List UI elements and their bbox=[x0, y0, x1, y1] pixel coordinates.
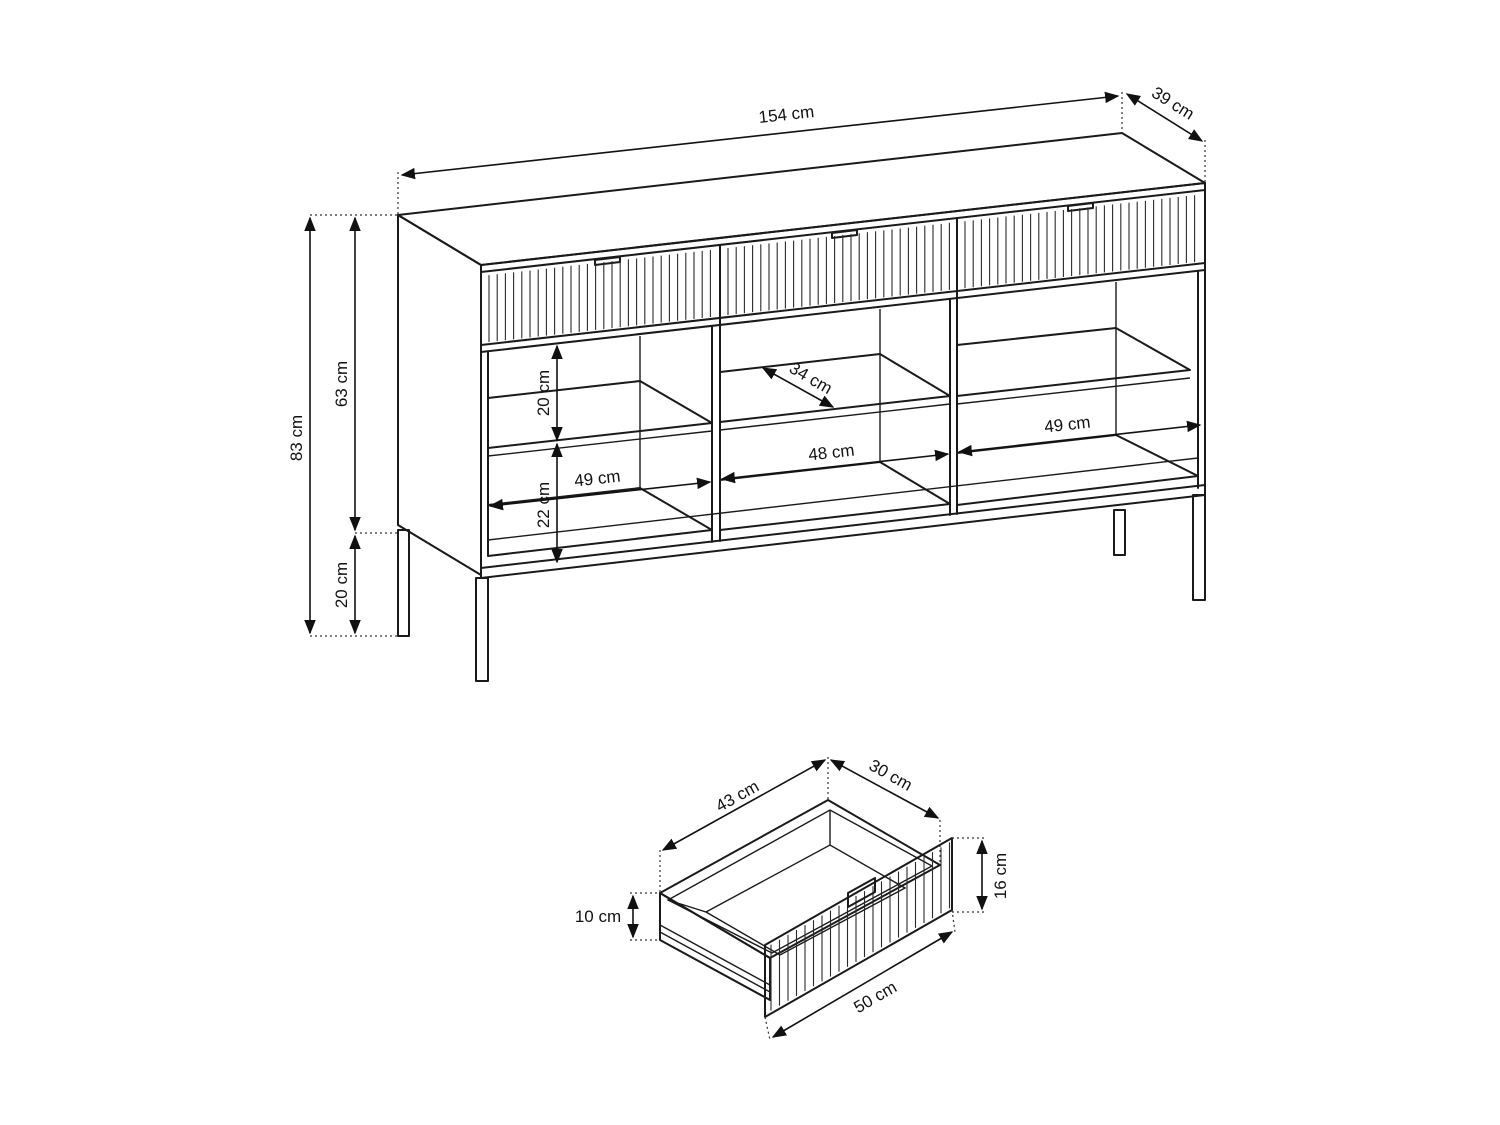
shelf-bottom-middle bbox=[719, 461, 951, 531]
lower-shelf-height-label: 22 cm bbox=[534, 482, 553, 528]
drawer-length-line bbox=[661, 759, 827, 851]
shelf-depth-label: 34 cm bbox=[786, 358, 836, 398]
drawer-dimensions: 43 cm 30 cm 16 cm 10 cm 50 cm bbox=[575, 756, 1010, 1041]
drawer-fluting bbox=[488, 195, 1196, 343]
middle-compartment-width-line bbox=[720, 449, 950, 484]
right-compartment-width-line bbox=[957, 420, 1202, 457]
left-compartment-width-line bbox=[488, 477, 712, 511]
drawer-inner-height-label: 10 cm bbox=[575, 907, 621, 926]
drawer-left-side bbox=[659, 892, 771, 1001]
drawer-inner-floor bbox=[704, 844, 907, 956]
left-compartment-width-label: 49 cm bbox=[573, 467, 621, 491]
leg-front-right bbox=[1192, 494, 1206, 601]
middle-compartment-width-label: 48 cm bbox=[807, 441, 855, 465]
depth-label: 39 cm bbox=[1148, 83, 1197, 124]
upper-shelf-height-label: 20 cm bbox=[534, 370, 553, 416]
drawer-depth-line bbox=[829, 759, 940, 819]
shelf-upper-middle bbox=[719, 353, 951, 423]
total-height-label: 83 cm bbox=[287, 415, 306, 461]
drawer-handle-middle bbox=[831, 229, 858, 239]
drawer-length-label: 43 cm bbox=[712, 777, 762, 816]
sideboard-drawing bbox=[397, 132, 1206, 682]
drawer-handle-right bbox=[1067, 202, 1094, 212]
leg-back-right bbox=[1113, 509, 1126, 556]
width-label: 154 cm bbox=[758, 102, 815, 127]
drawer-band bbox=[480, 182, 1206, 353]
shelf-bottom-right bbox=[956, 434, 1199, 506]
depth-dimension-line bbox=[1125, 93, 1204, 142]
drawer-depth-label: 30 cm bbox=[866, 756, 916, 795]
width-dimension-line bbox=[400, 91, 1120, 180]
right-compartment-width-label: 49 cm bbox=[1043, 413, 1091, 437]
leg-back-left bbox=[397, 529, 410, 637]
leg-front-left bbox=[475, 577, 489, 682]
drawer-front-height-label: 16 cm bbox=[991, 853, 1010, 899]
leg-height-label: 20 cm bbox=[332, 562, 351, 608]
drawer-drawing bbox=[659, 799, 953, 1018]
body-height-label: 63 cm bbox=[332, 361, 351, 407]
sideboard-dimensions: 154 cm 39 cm 83 cm 63 cm 20 cm 20 cm 22 … bbox=[287, 83, 1206, 637]
sideboard-left-side bbox=[397, 214, 482, 576]
shelf-upper-left bbox=[487, 380, 713, 449]
shelf-upper-right bbox=[956, 327, 1191, 397]
sideboard-legs bbox=[397, 494, 1206, 682]
drawer-front-width-label: 50 cm bbox=[850, 977, 900, 1017]
drawer-front-width-line bbox=[771, 931, 954, 1038]
shelf-depth-line bbox=[761, 367, 835, 408]
drawer-handle bbox=[847, 877, 876, 908]
